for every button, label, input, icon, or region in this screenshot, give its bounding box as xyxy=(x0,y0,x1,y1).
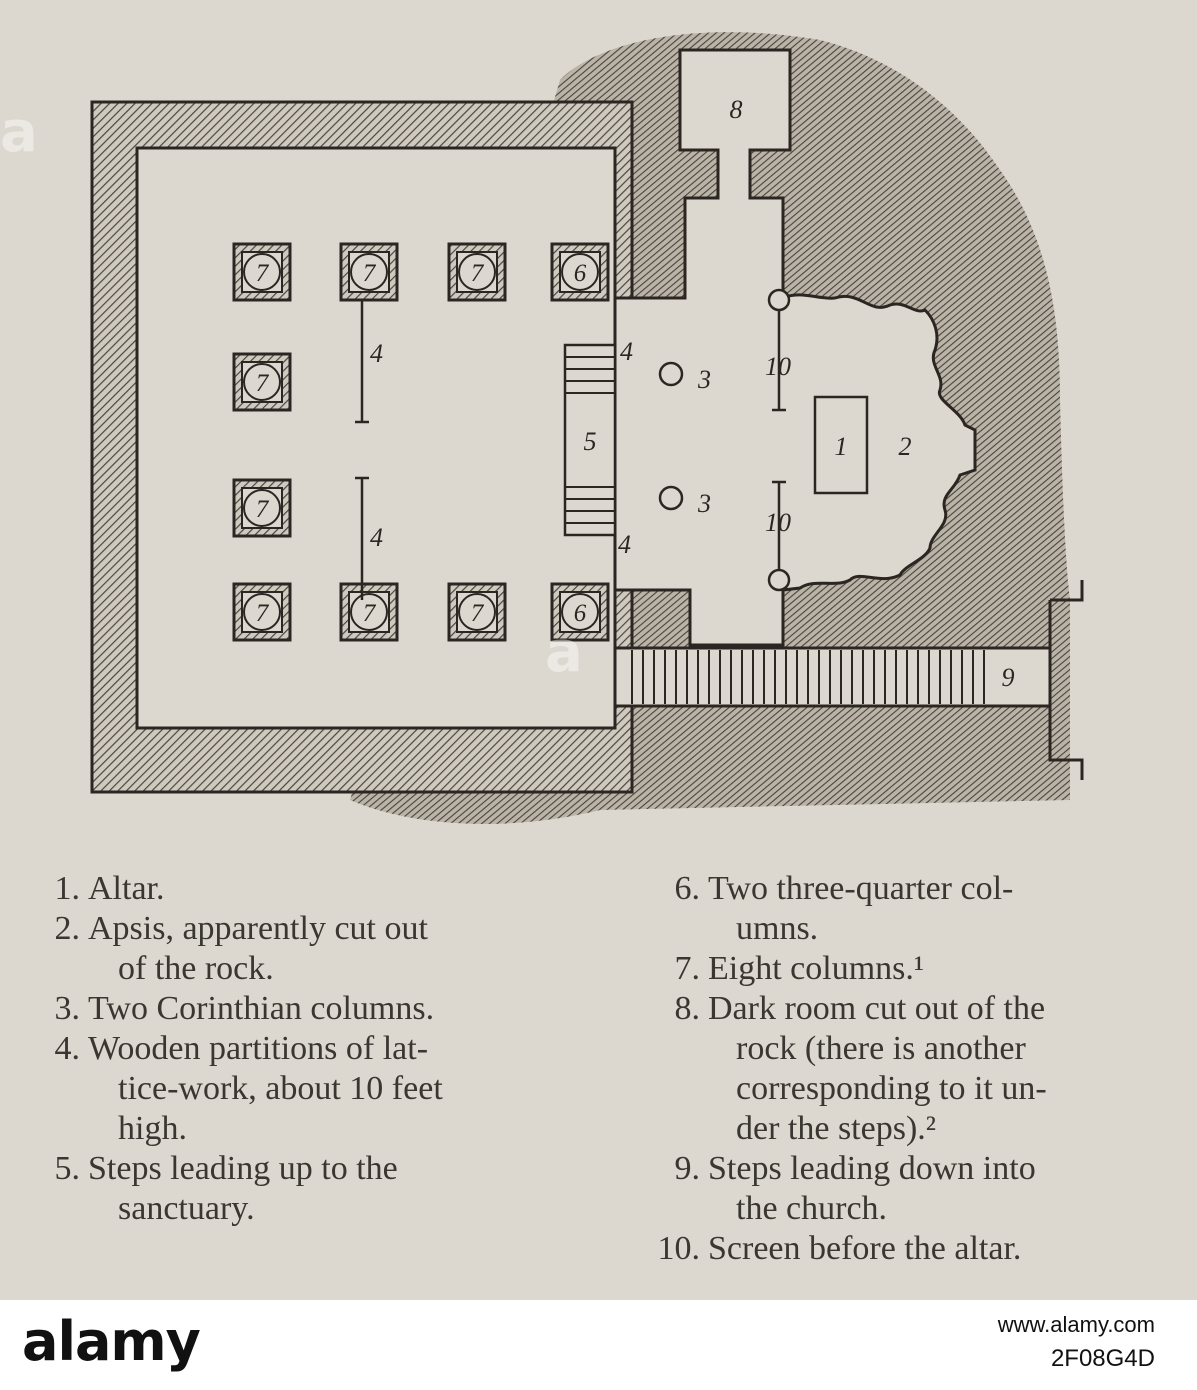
legend-text: Altar. xyxy=(88,870,165,907)
label-9: 9 xyxy=(1002,663,1015,692)
label-4d: 4 xyxy=(618,530,631,559)
column-label: 7 xyxy=(256,370,270,397)
label-8: 8 xyxy=(730,95,743,124)
legend-text: high. xyxy=(118,1110,187,1147)
legend-text: Dark room cut out of the xyxy=(708,990,1046,1027)
stock-id: 2F08G4D xyxy=(1050,1345,1155,1372)
legend-text: Two three-quarter col- xyxy=(708,870,1014,907)
label-3a: 3 xyxy=(697,365,711,394)
legend-number: 3. xyxy=(54,990,81,1027)
three-quarter-column-4: 6 xyxy=(550,242,610,302)
legend-text: sanctuary. xyxy=(118,1190,255,1227)
legend-number: 10. xyxy=(657,1230,701,1267)
sanctuary-floor xyxy=(613,48,977,647)
church-floor-plan: 7 7 7 6 7 7 7 7 7 6 8 1 2 3 3 4 4 4 4 5 10 10 9 xyxy=(90,32,1084,824)
footer-bar xyxy=(0,1300,1197,1390)
legend-number: 5. xyxy=(54,1150,81,1187)
legend-text: Eight columns.¹ xyxy=(708,950,925,987)
corinthian-column-1 xyxy=(658,361,684,387)
column-label: 6 xyxy=(574,600,587,627)
column-7: 7 xyxy=(232,582,292,642)
column-6: 7 xyxy=(232,478,292,538)
label-10a: 10 xyxy=(765,352,791,381)
column-label: 7 xyxy=(256,496,270,523)
legend-text: Screen before the altar. xyxy=(708,1230,1022,1267)
legend-text: rock (there is another xyxy=(736,1030,1026,1067)
corinthian-column-2 xyxy=(658,485,684,511)
legend-text: Wooden partitions of lat- xyxy=(88,1030,429,1067)
legend-number: 1. xyxy=(54,870,81,907)
column-2: 7 xyxy=(339,242,399,302)
legend-number: 9. xyxy=(674,1150,701,1187)
column-label: 7 xyxy=(363,260,377,287)
legend-text: tice-work, about 10 feet xyxy=(118,1070,443,1107)
label-3b: 3 xyxy=(697,489,711,518)
column-5: 7 xyxy=(232,352,292,412)
column-label: 7 xyxy=(256,600,270,627)
label-4a: 4 xyxy=(370,339,383,368)
three-quarter-column-10: 6 xyxy=(550,582,610,642)
column-label: 6 xyxy=(574,260,587,287)
column-label: 7 xyxy=(471,260,485,287)
label-1: 1 xyxy=(835,432,848,461)
entrance-wall xyxy=(1048,580,1084,780)
legend-text: the church. xyxy=(736,1190,888,1227)
legend-text: Steps leading down into xyxy=(708,1150,1036,1187)
partitions xyxy=(355,300,369,600)
legend-number: 8. xyxy=(674,990,701,1027)
brand-logo: alamy xyxy=(22,1310,201,1373)
column-3: 7 xyxy=(447,242,507,302)
legend-text: corresponding to it un- xyxy=(736,1070,1047,1107)
column-label: 7 xyxy=(363,600,377,627)
legend-text: der the steps).² xyxy=(736,1110,936,1147)
column-1: 7 xyxy=(232,242,292,302)
label-5: 5 xyxy=(584,427,597,456)
column-label: 7 xyxy=(256,260,270,287)
legend-text: umns. xyxy=(736,910,819,947)
column-9: 7 xyxy=(447,582,507,642)
column-grid: 7 7 7 6 7 7 7 7 7 6 xyxy=(232,242,610,642)
legend-number: 2. xyxy=(54,910,81,947)
altar-screen xyxy=(767,288,791,592)
label-10b: 10 xyxy=(765,508,791,537)
column-8: 7 xyxy=(339,582,399,642)
legend-text: of the rock. xyxy=(118,950,274,987)
legend-number: 6. xyxy=(674,870,701,907)
legend-number: 4. xyxy=(54,1030,81,1067)
legend-text: Apsis, apparently cut out xyxy=(88,910,428,947)
steps-up xyxy=(563,343,617,537)
legend-text: Steps leading up to the xyxy=(88,1150,398,1187)
label-4c: 4 xyxy=(620,337,633,366)
column-label: 7 xyxy=(471,600,485,627)
site-url: www.alamy.com xyxy=(997,1312,1155,1337)
label-4b: 4 xyxy=(370,523,383,552)
label-2: 2 xyxy=(899,432,912,461)
legend-number: 7. xyxy=(674,950,701,987)
scanned-page: 7 7 7 6 7 7 7 7 7 6 8 1 2 3 3 4 4 4 4 5 10 10 9 xyxy=(0,0,1197,1300)
legend-text: Two Corinthian columns. xyxy=(88,990,435,1027)
altar xyxy=(813,395,869,495)
